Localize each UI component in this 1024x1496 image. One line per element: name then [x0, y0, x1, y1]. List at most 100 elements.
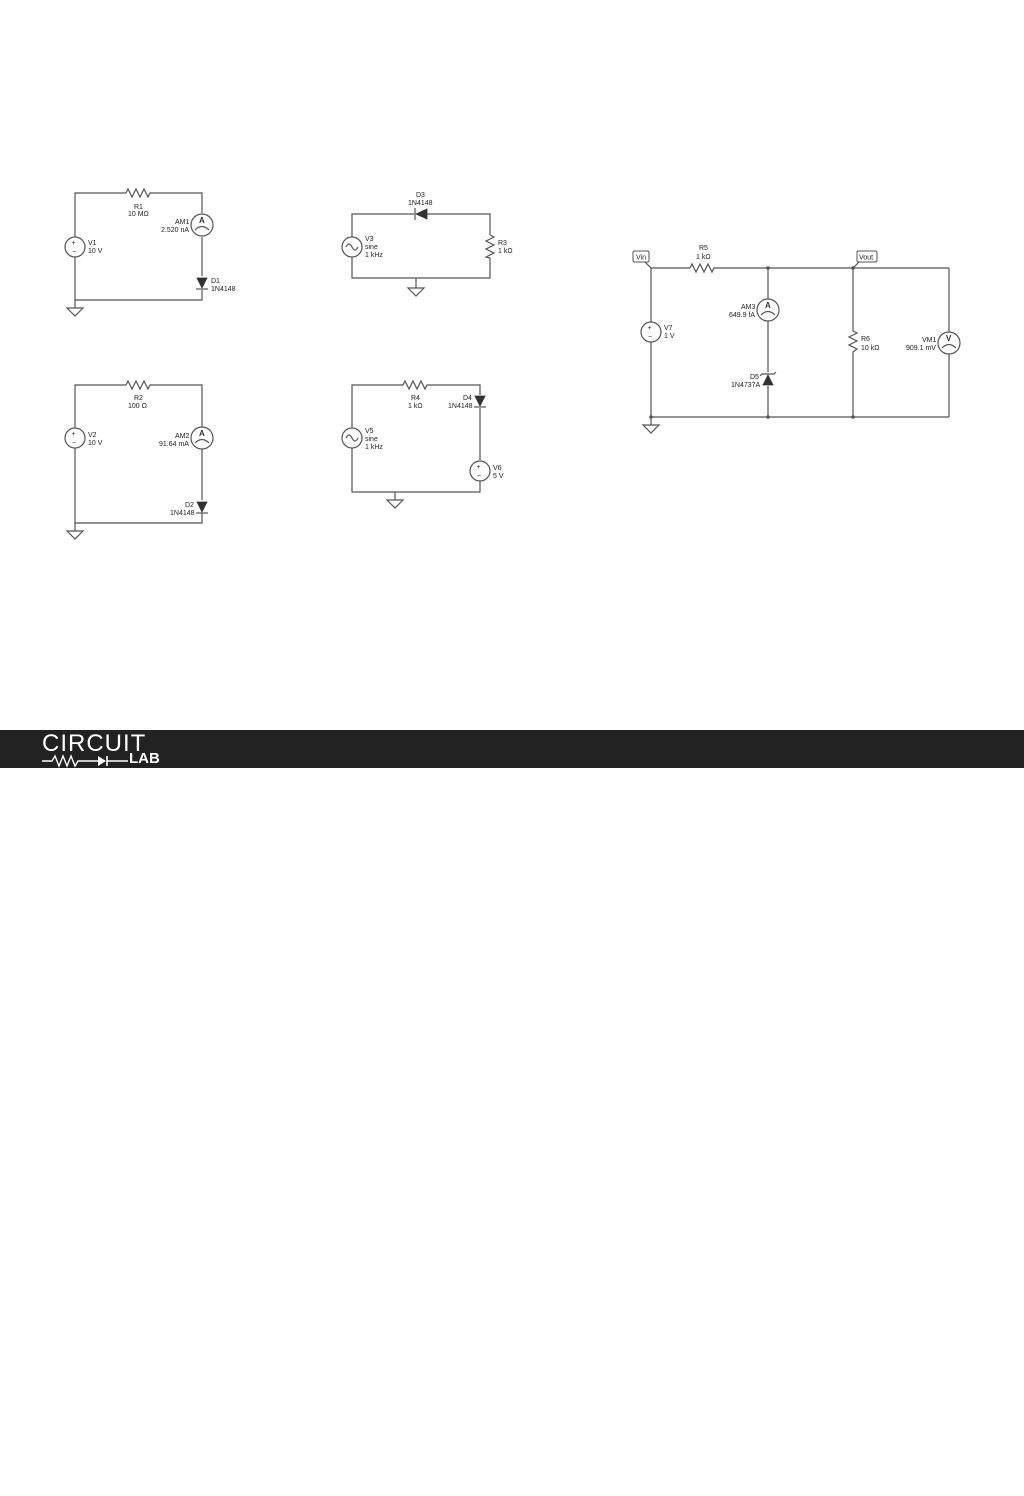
footer-bar: CIRCUIT LAB s4619130 / sim 4 http://circ… — [0, 730, 1024, 1495]
junction-dot — [766, 266, 770, 270]
am1-name: AM1 — [175, 219, 190, 226]
r5-name: R5 — [699, 245, 708, 252]
voltage-source-v7[interactable]: + − — [641, 322, 661, 342]
v7-plus: + — [648, 325, 652, 332]
r1-name: R1 — [134, 204, 143, 211]
resistor-r1[interactable] — [126, 189, 152, 197]
am3-name: AM3 — [741, 304, 756, 311]
voltmeter-vm1[interactable]: V — [938, 332, 960, 354]
circuit-5: Vin Vout R5 1 kΩ A AM3 649.9 fA + − V7 1… — [632, 245, 960, 433]
v2-value: 10 V — [88, 440, 103, 447]
v2-minus: − — [72, 440, 76, 447]
d3-name: D3 — [416, 192, 425, 199]
r2-name: R2 — [134, 395, 143, 402]
r4-name: R4 — [411, 395, 420, 402]
vm1-value: 909.1 mV — [906, 345, 936, 352]
d2-value: 1N4148 — [170, 510, 195, 517]
logo-text-top: CIRCUIT — [42, 730, 147, 757]
v6-value: 5 V — [493, 473, 504, 480]
sine-source-v5[interactable] — [342, 428, 362, 448]
resistor-r4[interactable] — [403, 381, 429, 389]
v3-type: sine — [365, 244, 378, 251]
d5-value: 1N4737A — [731, 382, 761, 389]
r3-name: R3 — [498, 240, 507, 247]
circuit-title: s4619130 / sim 4 — [218, 1461, 327, 1478]
circuit-3: D3 1N4148 V3 sine 1 kHz R3 1 kΩ — [342, 192, 513, 296]
diode-d4[interactable] — [474, 396, 486, 407]
v3-freq: 1 kHz — [365, 252, 383, 259]
circuit-4: R4 1 kΩ D4 1N4148 V5 sine 1 kHz + − V6 5… — [342, 381, 504, 508]
junction-dot — [766, 415, 770, 419]
vout-label: Vout — [859, 255, 873, 262]
v2-name: V2 — [88, 432, 97, 439]
diode-d2[interactable] — [196, 502, 208, 513]
r1-value: 10 MΩ — [128, 211, 149, 218]
ground-symbol-5 — [643, 425, 659, 433]
v2-plus: + — [72, 431, 76, 438]
ground-symbol-3 — [408, 288, 424, 296]
r3-value: 1 kΩ — [498, 248, 513, 255]
net-label-vout[interactable]: Vout — [853, 250, 878, 268]
d4-name: D4 — [463, 395, 472, 402]
v1-name: V1 — [88, 240, 97, 247]
voltage-source-v2[interactable]: + − — [65, 428, 85, 448]
net-label-vin[interactable]: Vin — [632, 250, 651, 268]
title-separator: / — [279, 1461, 292, 1477]
v1-value: 10 V — [88, 248, 103, 255]
ammeter-am1[interactable]: A — [191, 214, 213, 236]
voltage-source-v6[interactable]: + − — [470, 461, 490, 481]
voltage-source-v1[interactable]: + − — [65, 237, 85, 257]
circuitlab-logo[interactable]: CIRCUIT LAB — [42, 732, 182, 768]
d5-name: D5 — [750, 374, 759, 381]
circuit-url-link[interactable]: http://circuitlab.com/cz9a9w39y8r34 — [218, 1479, 441, 1495]
circuit-1: R1 10 MΩ A AM1 2.520 nA + − V1 10 V D1 1… — [65, 189, 236, 316]
v7-value: 1 V — [664, 333, 675, 340]
am3-value: 649.9 fA — [729, 312, 755, 319]
v5-type: sine — [365, 436, 378, 443]
junction-dot — [649, 415, 653, 419]
diode-d1[interactable] — [196, 278, 208, 289]
ground-symbol-1 — [67, 308, 83, 316]
am2-letter: A — [199, 429, 205, 438]
sine-source-v3[interactable] — [342, 237, 362, 257]
am2-value: 91.64 mA — [159, 441, 189, 448]
v5-name: V5 — [365, 428, 374, 435]
r4-value: 1 kΩ — [408, 403, 423, 410]
zener-diode-d5[interactable] — [760, 372, 776, 385]
v1-plus: + — [72, 240, 76, 247]
d4-value: 1N4148 — [448, 403, 473, 410]
am3-letter: A — [765, 301, 771, 310]
circuit-2: R2 100 Ω A AM2 91.64 mA + − V2 10 V D2 1… — [65, 381, 213, 539]
v5-freq: 1 kHz — [365, 444, 383, 451]
resistor-r3[interactable] — [486, 235, 494, 258]
resistor-r6[interactable] — [849, 331, 857, 354]
resistor-r5[interactable] — [690, 264, 716, 272]
ammeter-am2[interactable]: A — [191, 427, 213, 449]
am1-value: 2.520 nA — [161, 227, 189, 234]
v3-name: V3 — [365, 236, 374, 243]
v7-minus: − — [648, 334, 652, 341]
ammeter-am3[interactable]: A — [757, 299, 779, 321]
r5-value: 1 kΩ — [696, 254, 711, 261]
r6-name: R6 — [861, 336, 870, 343]
junction-dot — [851, 415, 855, 419]
d3-value: 1N4148 — [408, 200, 433, 207]
am1-letter: A — [199, 216, 205, 225]
schematic-canvas: R1 10 MΩ A AM1 2.520 nA + − V1 10 V D1 1… — [0, 0, 1024, 730]
username-link[interactable]: s4619130 — [218, 1461, 280, 1477]
am2-name: AM2 — [175, 433, 190, 440]
logo-resistor-diode-icon — [42, 754, 128, 768]
v6-name: V6 — [493, 465, 502, 472]
d1-name: D1 — [211, 278, 220, 285]
d1-value: 1N4148 — [211, 286, 236, 293]
d2-name: D2 — [185, 502, 194, 509]
sim-name: sim 4 — [291, 1461, 327, 1477]
vm1-letter: V — [946, 334, 952, 343]
v6-plus: + — [477, 464, 481, 471]
diode-d3[interactable] — [415, 208, 427, 220]
v1-minus: − — [72, 249, 76, 256]
vin-label: Vin — [636, 255, 646, 262]
resistor-r2[interactable] — [126, 381, 152, 389]
vm1-name: VM1 — [922, 337, 937, 344]
ground-symbol-4 — [387, 500, 403, 508]
